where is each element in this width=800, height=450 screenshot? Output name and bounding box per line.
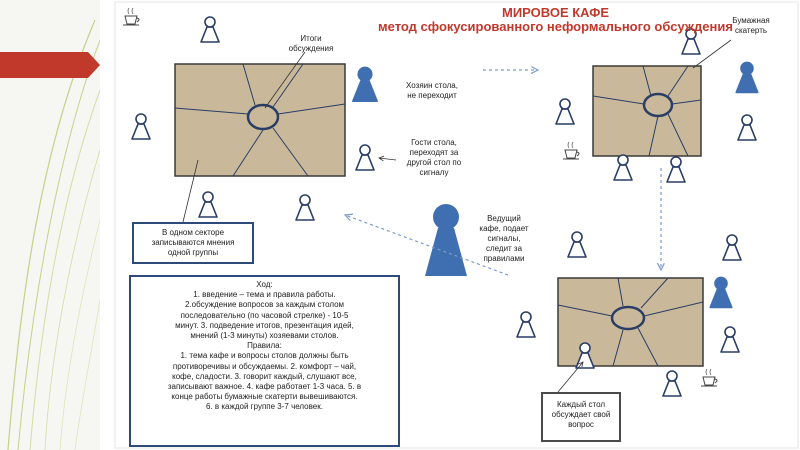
table-divider: [643, 301, 704, 317]
table-divider: [232, 129, 264, 177]
table-divider: [667, 113, 689, 157]
label-guests: Гости стола, переходят за другой стол по…: [406, 138, 462, 177]
label-sector: В одном секторе записываются мнения одно…: [151, 228, 235, 257]
sector-note-box: В одном секторе записываются мнения одно…: [132, 222, 254, 264]
coffee-cup-icon: [701, 368, 718, 387]
diagram-title: МИРОВОЕ КАФЕ: [501, 5, 609, 20]
rules-line: последовательно (по часовой стрелке) - 1…: [180, 310, 349, 320]
pointer-line: [692, 39, 732, 69]
rules-line: Правила:: [247, 341, 282, 351]
table-divider: [640, 277, 669, 309]
person-outline-icon: [722, 234, 742, 261]
table-divider: [557, 304, 613, 317]
pointer-line: [379, 158, 397, 160]
table-divider: [617, 277, 624, 307]
person-outline-icon: [198, 191, 218, 218]
table-divider: [648, 115, 659, 157]
person-outline-icon: [295, 194, 315, 221]
person-filled-icon: [352, 66, 378, 102]
person-outline-icon: [666, 156, 686, 183]
label-results: Итоги обсуждения: [288, 34, 334, 53]
person-filled-icon: [735, 61, 759, 94]
label-tablecloth: Бумажная скатерть: [732, 16, 770, 35]
table-center: [246, 103, 280, 131]
person-outline-icon: [662, 370, 682, 397]
rules-line: 6. в каждой группе 3-7 человек.: [206, 402, 323, 412]
rules-line: 2.обсуждение вопросов за каждым столом: [184, 300, 345, 310]
person-outline-icon: [516, 311, 536, 338]
person-outline-icon: [131, 113, 151, 140]
rules-line: 1. тема кафе и вопросы столов должны быт…: [180, 351, 349, 361]
pointer-line: [182, 159, 199, 223]
person-outline-icon: [567, 231, 587, 258]
rules-box: Ход: 1. введение – тема и правила работы…: [129, 275, 400, 447]
table-divider: [277, 103, 346, 115]
rules-text: Ход: 1. введение – тема и правила работы…: [131, 280, 398, 413]
person-outline-icon: [681, 28, 701, 55]
table-divider: [637, 327, 659, 367]
person-outline-icon: [200, 16, 220, 43]
person-outline-icon: [555, 98, 575, 125]
person-outline-icon: [737, 114, 757, 141]
person-outline-icon: [720, 326, 740, 353]
rules-line: мнений (1-3 минуты) хозяевами столов.: [190, 331, 339, 341]
table-divider: [667, 65, 689, 97]
label-moderator: Ведущий кафе, подает сигналы, следит за …: [479, 214, 529, 263]
rules-line: кофе, сладости. 3. говорит каждый, слуша…: [172, 371, 357, 381]
red-accent-tab: [0, 52, 100, 78]
rules-line: 1. введение – тема и правила работы.: [193, 290, 336, 300]
flow-arrow: [345, 215, 509, 276]
pointer-line: [264, 51, 306, 109]
each-table-note-box: Каждый стол обсуждает свой вопрос: [541, 392, 621, 442]
table-divider: [612, 329, 624, 367]
pointer-line: [557, 362, 583, 393]
rules-line: Ход:: [256, 280, 273, 289]
person-filled-icon: [709, 276, 733, 309]
rules-line: записывают важное. 4. кафе работает 1-3 …: [167, 382, 362, 392]
person-outline-icon: [355, 144, 375, 171]
table-center: [642, 92, 674, 118]
rules-line: минут. 3. подведение итогов, презентация…: [175, 320, 354, 330]
rules-line: противоречивы и обсуждаемы. 2. комфорт –…: [172, 361, 357, 371]
label-each-table: Каждый стол обсуждает свой вопрос: [551, 400, 611, 429]
table-divider: [272, 63, 304, 108]
label-host: Хозяин стола, не переходит: [406, 81, 458, 100]
table-divider: [671, 99, 702, 105]
table-divider: [272, 127, 309, 177]
table-center: [610, 305, 646, 331]
rules-line: конце работы бумажные скатерти вывешиваю…: [171, 392, 358, 402]
table-divider: [642, 65, 652, 97]
table-divider: [592, 95, 645, 105]
diagram-subtitle: метод сфокусированного неформального обс…: [378, 19, 733, 34]
diagram-canvas: МИРОВОЕ КАФЕ метод сфокусированного нефо…: [113, 0, 800, 450]
table-divider: [174, 107, 249, 115]
coffee-cup-icon: [563, 141, 580, 160]
person-outline-icon: [613, 154, 633, 181]
table-divider: [242, 63, 256, 106]
coffee-cup-icon: [123, 7, 140, 26]
